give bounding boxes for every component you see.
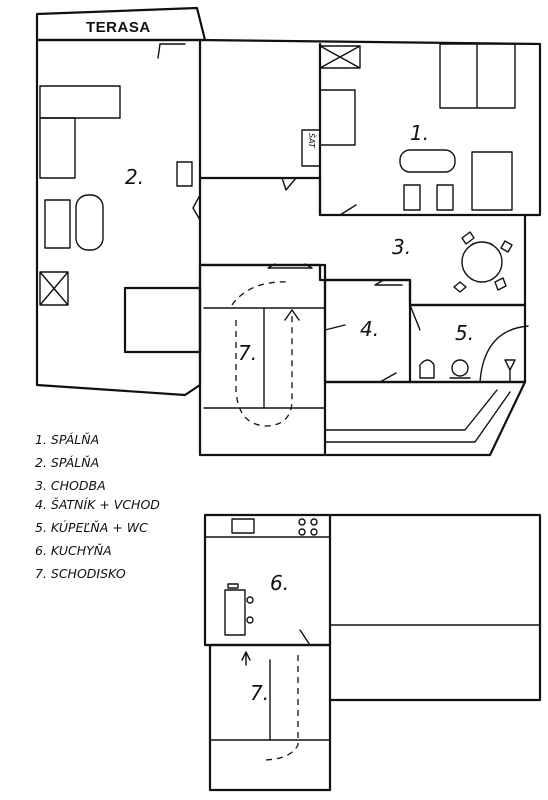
entry-ramp (323, 380, 527, 457)
legend-item-2: 2. SPÁLŇA (35, 455, 99, 470)
room-7-upper-number: 7. (238, 341, 257, 365)
room-5-number: 5. (455, 321, 474, 345)
room-2-number: 2. (125, 165, 144, 189)
legend-item-1: 1. SPÁLŇA (35, 432, 99, 447)
lower-annex (328, 513, 542, 702)
legend-item-5: 5. KÚPEĽŇA + WC (35, 520, 148, 535)
room-legend: 1. SPÁLŇA 2. SPÁLŇA 3. CHODBA 4. ŠATNÍK … (35, 432, 160, 581)
room-4-wardrobe-entrance: 4. (323, 278, 421, 384)
room-6-kitchen: 6. (203, 513, 332, 666)
room-5-bathroom: 5. (408, 303, 529, 384)
room-7-stairs-upper: 7. (198, 263, 327, 457)
room-7-lower-number: 7. (250, 681, 269, 705)
legend-item-7: 7. SCHODISKO (35, 566, 126, 581)
room-3-number: 3. (392, 235, 411, 259)
room-1-bedroom: ŠAT 1. (198, 38, 542, 217)
upper-floor-plan: TERASA 2. (35, 6, 542, 457)
room-7-stairs-lower: 7. (208, 643, 332, 792)
legend-item-4: 4. ŠATNÍK + VCHOD (35, 497, 160, 512)
closet-label: ŠAT (307, 133, 318, 149)
room-3-corridor: 3. (198, 213, 527, 307)
lower-floor-plan: 6. 7. (203, 513, 542, 792)
room-6-number: 6. (270, 571, 289, 595)
terrace: TERASA (35, 6, 207, 42)
room-4-number: 4. (360, 317, 379, 341)
terrace-label: TERASA (86, 19, 151, 36)
legend-item-6: 6. KUCHYŇA (35, 543, 112, 558)
legend-item-3: 3. CHODBA (35, 478, 106, 493)
room-1-number: 1. (410, 121, 429, 145)
room-2-bedroom: 2. (35, 38, 202, 397)
